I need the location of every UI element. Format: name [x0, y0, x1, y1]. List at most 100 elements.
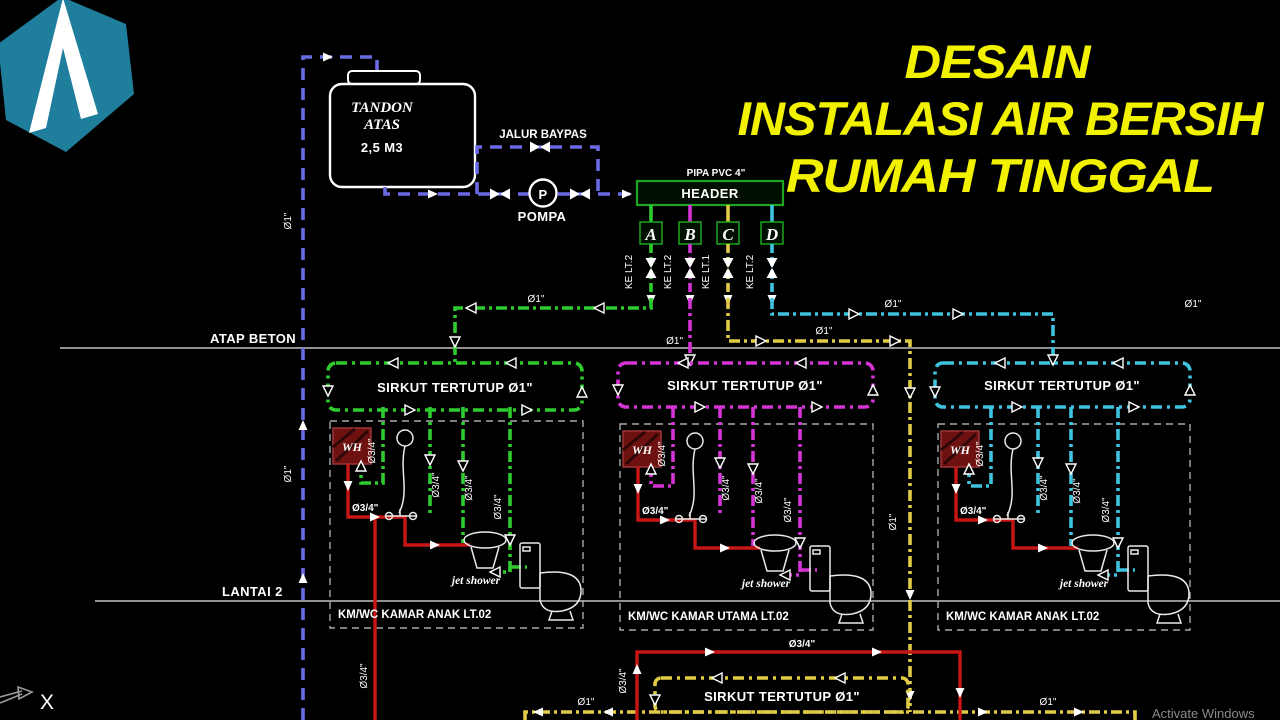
floor2-label: LANTAI 2 — [222, 584, 283, 599]
pipe-size-label: Ø3/4" — [1101, 497, 1112, 523]
branch-c-outlet: C KE LT.1 — [701, 221, 740, 305]
toilet-fixture — [809, 545, 872, 624]
wh-label: WH — [342, 440, 363, 454]
jet-shower-label: jet shower — [740, 578, 791, 590]
roof-label: ATAP BETON — [210, 331, 296, 346]
room-label: KM/WC KAMAR UTAMA LT.02 — [628, 611, 789, 623]
pipe-size-label: Ø3/4" — [789, 639, 816, 650]
pipe-size-label: Ø1" — [1040, 697, 1057, 708]
sink-fixture — [463, 531, 507, 569]
title-line-1: DESAIN — [905, 35, 1092, 88]
branch-d-outlet: D KE LT.2 — [745, 221, 784, 305]
header-manifold: PIPA PVC 4" HEADER A KE LT.2 B KE LT.2 C — [624, 168, 785, 305]
floor1-hot-pipe — [635, 650, 962, 720]
ucs-x-label: X — [40, 691, 54, 714]
header-pipe-label: PIPA PVC 4" — [687, 168, 746, 179]
bathroom-2: WH Ø3/4" Ø3/4" Ø3/4" Ø3/4" Ø3/4" j — [619, 407, 874, 631]
pipe-size-label: Ø1" — [528, 294, 545, 305]
pipe-size-label: Ø1" — [1185, 299, 1202, 310]
branch-d-dest: KE LT.2 — [745, 254, 756, 289]
pipe-size-label: Ø3/4" — [431, 472, 442, 498]
header-label: HEADER — [681, 186, 739, 201]
pipe-size-label: Ø3/4" — [1072, 478, 1083, 504]
tank-capacity: 2,5 M3 — [361, 140, 403, 155]
branch-d-letter: D — [765, 225, 778, 244]
circuit-label: SIRKUT TERTUTUP Ø1" — [984, 378, 1140, 393]
activate-windows-watermark: Activate Windows — [1152, 706, 1255, 720]
pipe-size-label: Ø1" — [885, 299, 902, 310]
wh-label: WH — [950, 443, 971, 457]
pipe-size-label: Ø1" — [666, 336, 683, 347]
channel-logo — [0, 0, 134, 152]
circuit-label: SIRKUT TERTUTUP Ø1" — [704, 689, 860, 704]
pipe-size-label: Ø3/4" — [464, 475, 475, 501]
pump-suction-pipe — [383, 187, 637, 196]
pipe-size-label: Ø1" — [888, 513, 899, 530]
branch-c-pipe — [726, 298, 912, 712]
circuit-loop-1: SIRKUT TERTUTUP Ø1" — [322, 357, 588, 416]
header-box — [635, 179, 785, 207]
cold-drop-wh — [359, 407, 385, 485]
water-heater: WH — [940, 430, 980, 468]
branch-c-letter: C — [722, 225, 734, 244]
pipe-size-label: Ø3/4" — [975, 441, 986, 467]
pipe-size-label: Ø3/4" — [960, 506, 987, 517]
pipe-size-label: Ø3/4" — [367, 438, 378, 464]
pipe-size-label: Ø3/4" — [1039, 475, 1050, 501]
branch-a-dest: KE LT.2 — [624, 254, 635, 289]
branch-b-letter: B — [683, 225, 695, 244]
toilet-fixture — [1127, 545, 1190, 624]
hot-water-pipe — [954, 467, 1078, 550]
jet-shower-label: jet shower — [1058, 578, 1109, 590]
sink-fixture — [1071, 534, 1115, 572]
branch-a-outlet: A KE LT.2 — [624, 221, 663, 305]
pump-symbol: P POMPA — [518, 178, 567, 224]
branch-a-letter: A — [644, 225, 656, 244]
sink-fixture — [753, 534, 797, 572]
ucs-icon: X — [0, 685, 54, 714]
circuit-label: SIRKUT TERTUTUP Ø1" — [377, 380, 533, 395]
wh-label: WH — [632, 443, 653, 457]
jet-shower-label: jet shower — [450, 575, 501, 587]
level-lines: ATAP BETON LANTAI 2 — [60, 331, 1280, 602]
room-label: KM/WC KAMAR ANAK LT.02 — [946, 611, 1099, 623]
supply-system: Ø1" Ø1" TANDON ATAS 2,5 M3 JALUR BAYPAS … — [283, 52, 637, 720]
cold-drop-wh — [967, 407, 993, 488]
title-line-2: INSTALASI AIR BERSIH — [738, 92, 1265, 145]
cold-drop-wh — [649, 407, 675, 488]
bypass-label: JALUR BAYPAS — [499, 129, 587, 141]
hot-water-pipe — [636, 467, 760, 550]
video-title: DESAIN INSTALASI AIR BERSIH RUMAH TINGGA… — [738, 35, 1266, 202]
pump-letter: P — [538, 187, 547, 202]
pipe-size-label: Ø3/4" — [352, 503, 379, 514]
tank-name-1: TANDON — [351, 100, 414, 116]
branch-d-pipe — [770, 298, 1055, 366]
room-label: KM/WC KAMAR ANAK LT.02 — [338, 609, 491, 621]
title-line-3: RUMAH TINGGAL — [786, 149, 1214, 202]
pipe-size-label: Ø3/4" — [493, 494, 504, 520]
water-heater: WH — [332, 427, 372, 465]
bathroom-3: WH Ø3/4" Ø3/4" Ø3/4" Ø3/4" Ø3/4" j — [937, 407, 1191, 631]
logo-hexagon — [0, 0, 134, 152]
pipe-size-label: Ø3/4" — [618, 668, 629, 694]
circuit-loop-2: SIRKUT TERTUTUP Ø1" — [612, 357, 879, 413]
logo-arrow-icon — [29, 0, 98, 133]
branch-b-outlet: B KE LT.2 — [663, 221, 702, 305]
circuit-loop-3: SIRKUT TERTUTUP Ø1" — [929, 357, 1196, 413]
cold-drop-toilet — [496, 407, 527, 574]
bathroom-1: WH Ø3/4" Ø3/4" Ø3/4" Ø3/4" Ø3/4" Ø3/4" — [329, 407, 584, 720]
shower-fixture — [992, 432, 1026, 524]
pump-label: POMPA — [518, 209, 567, 224]
pipe-size-label: Ø1" — [578, 697, 595, 708]
pipe-size-label: Ø3/4" — [657, 441, 668, 467]
pipe-size-label: Ø3/4" — [359, 663, 370, 689]
shower-fixture — [384, 429, 418, 521]
toilet-fixture — [519, 542, 582, 621]
tank-name-2: ATAS — [363, 117, 400, 133]
pipe-size-label: Ø3/4" — [721, 475, 732, 501]
branch-routes: Ø1" Ø1" Ø1" Ø1" Ø1" Ø1" — [449, 294, 1202, 712]
pipe-size-label: Ø1" — [816, 326, 833, 337]
riser-size-label: Ø1" — [283, 465, 294, 482]
shower-fixture — [674, 432, 708, 524]
